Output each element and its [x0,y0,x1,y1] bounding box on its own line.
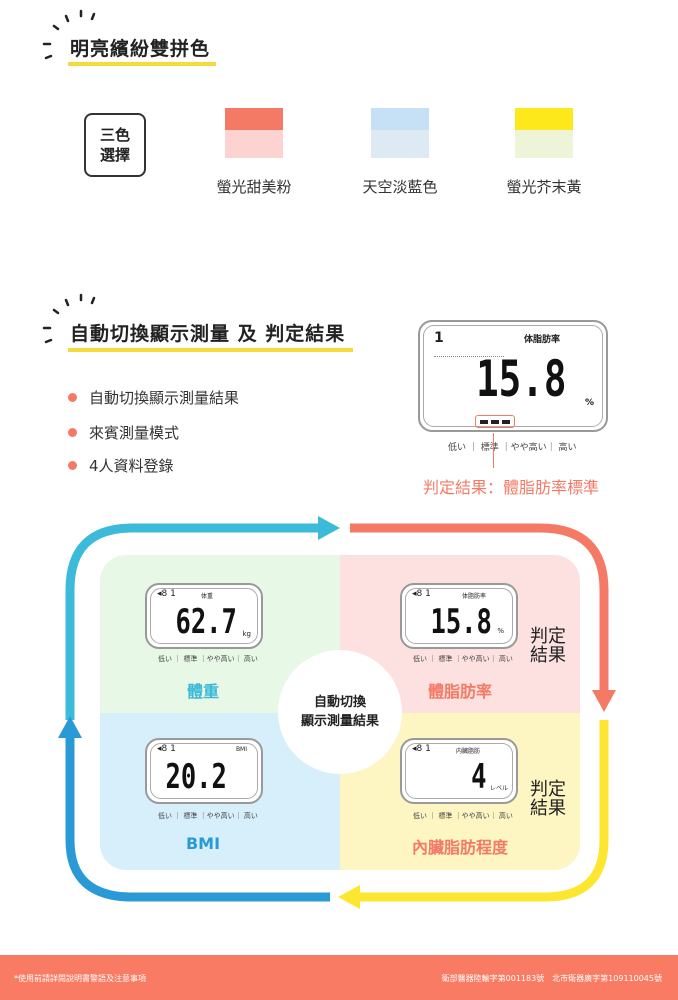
swatch-pink[interactable] [225,108,283,158]
footer-note: *使用前請詳閱說明書警語及注意事項 [14,974,146,983]
swatch-yellow[interactable] [515,108,573,158]
feature-bullet: 自動切換顯示測量結果 [68,387,239,408]
footer: *使用前請詳閱說明書警語及注意事項 衛部醫器陸輸字第001183號 北市衛器廣字… [0,955,678,1000]
judgement-result: 判定結果：體脂肪率標準 [423,478,600,497]
quadrant-label: 體重 [186,682,219,701]
feature-bullet: 4人資料登錄 [68,455,174,476]
title-underline [68,348,353,352]
quadrant-label: 體脂肪率 [427,682,492,701]
quadrant-label: BMI [185,834,221,853]
lcd-value: 20.2 [165,757,227,797]
cycle-arrows [58,516,616,909]
judge-label: 判定結果 [530,779,566,819]
lcd-unit: % [584,398,594,408]
title-underline [68,62,216,66]
three-color-chip: 三色選擇 [84,113,146,177]
swatch-label: 螢光芥末黃 [506,178,582,196]
lcd-value: 15.8 [430,602,492,642]
scale-labels: 低い ｜ 標準 ｜やや高い｜ 高い [448,443,577,453]
swatch-blue[interactable] [371,108,429,158]
metric-label: 体脂肪率 [524,335,561,345]
lcd-value: 15.8 [475,350,566,408]
footer-license: 衛部醫器陸輸字第001183號 北市衛器廣字第109110045號 [441,974,662,983]
scale-labels: 低い ｜ 標準 ｜やや高い｜ 高い [413,655,513,663]
swatch-label: 螢光甜美粉 [216,178,292,196]
section2-title: 自動切換顯示測量 及 判定結果 [70,323,346,345]
center-circle: 自動切換顯示測量結果 [278,650,402,774]
user-number: 1 [434,330,444,346]
sparkle-icon [42,293,96,344]
lcd-display: 1 体脂肪率 15.8 % [418,320,608,432]
judge-label: 判定結果 [530,626,566,666]
lcd-value: 4 [470,757,486,797]
section1-title: 明亮繽紛雙拼色 [70,38,211,60]
scale-labels: 低い ｜ 標準 ｜やや高い｜ 高い [158,655,258,663]
sparkle-icon [42,9,96,60]
quadrant-label: 內臟脂肪程度 [411,838,508,857]
judgement-bars [475,415,515,428]
feature-bullet: 來賓測量模式 [68,422,179,443]
lcd-value: 62.7 [175,602,237,642]
chip-label: 三色選擇 [99,126,130,164]
scale-labels: 低い ｜ 標準 ｜やや高い｜ 高い [158,812,258,820]
swatch-label: 天空淡藍色 [362,178,438,196]
scale-labels: 低い ｜ 標準 ｜やや高い｜ 高い [413,812,513,820]
